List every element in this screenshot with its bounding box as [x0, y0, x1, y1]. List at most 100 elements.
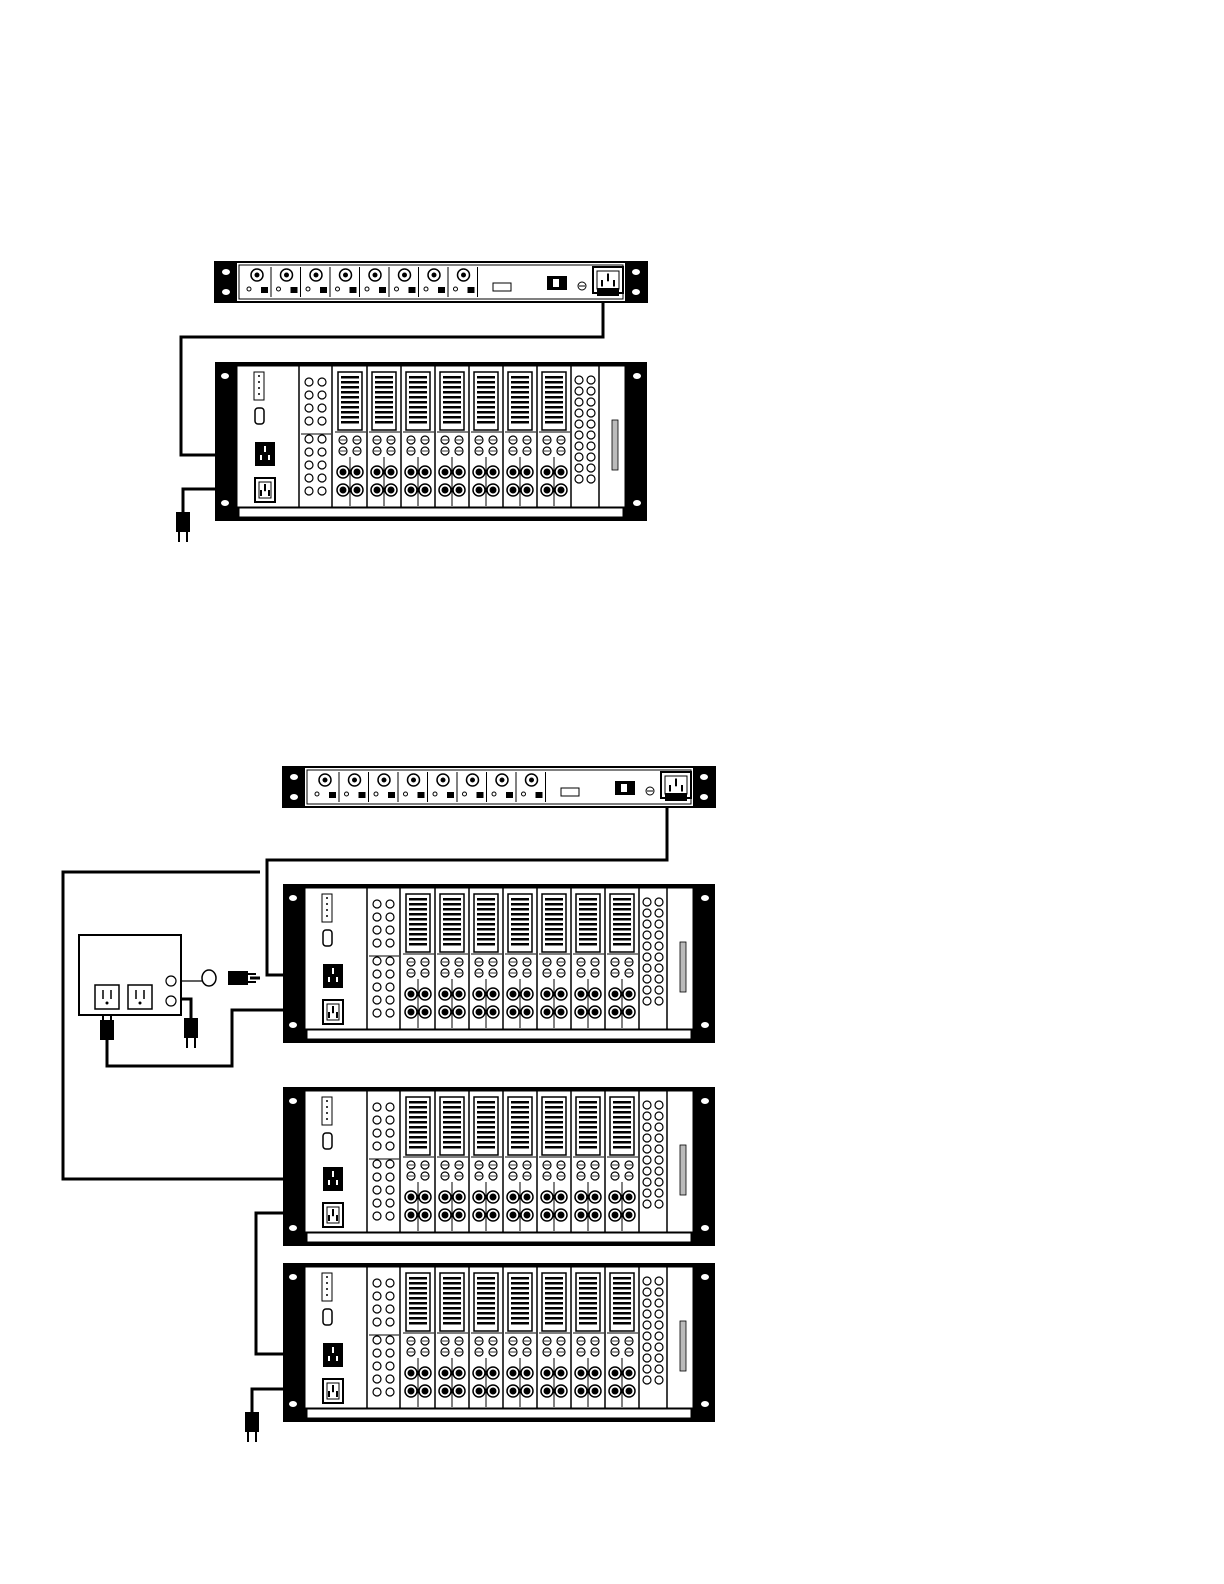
relay-bar — [477, 406, 495, 409]
inlet-pin — [328, 1012, 330, 1018]
output-connector-core — [524, 1212, 531, 1219]
bnc-connector — [655, 1321, 663, 1329]
strip-input-jack — [166, 976, 176, 986]
output-connector-core — [476, 487, 483, 494]
bnc-connector — [373, 1142, 381, 1150]
bnc-connector — [575, 376, 583, 384]
plug-prong — [248, 981, 256, 983]
fig2-power-strip — [79, 935, 181, 1015]
bnc-connector — [643, 942, 651, 950]
output-connector-core — [340, 469, 347, 476]
relay-bar — [443, 913, 461, 916]
relay-bar — [579, 1322, 597, 1325]
relay-bar — [409, 923, 427, 926]
output-connector-core — [476, 1388, 483, 1395]
bnc-connector — [373, 939, 381, 947]
relay-bar — [409, 933, 427, 936]
output-connector-core — [422, 1212, 429, 1219]
relay-bar — [511, 1307, 529, 1310]
bnc-connector — [373, 1279, 381, 1287]
relay-bar — [409, 903, 427, 906]
relay-bar — [409, 416, 427, 419]
relay-bar — [443, 943, 461, 946]
bnc-connector — [373, 1186, 381, 1194]
relay-bar — [511, 1292, 529, 1295]
psu-inlet-plug — [597, 288, 619, 296]
output-connector-core — [354, 469, 361, 476]
relay-bar — [409, 918, 427, 921]
output-connector-core — [408, 991, 415, 998]
relay-bar — [409, 1146, 427, 1149]
relay-bar — [511, 1111, 529, 1114]
relay-bar — [443, 938, 461, 941]
relay-bar — [477, 1317, 495, 1320]
bnc-connector — [643, 1365, 651, 1373]
output-connector-core — [456, 1370, 463, 1377]
relay-bar — [613, 1131, 631, 1134]
bnc-connector — [643, 1134, 651, 1142]
relay-bar — [613, 1322, 631, 1325]
rack-hole — [221, 373, 229, 379]
inlet-pin — [336, 1391, 338, 1397]
bnc-connector — [386, 1116, 394, 1124]
bnc-connector — [373, 983, 381, 991]
inlet-pin — [264, 484, 266, 491]
relay-bar — [613, 1287, 631, 1290]
plug-body — [184, 1018, 198, 1038]
bnc-connector — [587, 409, 595, 417]
relay-bar — [545, 396, 563, 399]
rack-hole — [632, 289, 640, 295]
output-connector-core — [476, 1370, 483, 1377]
bnc-connector — [386, 1212, 394, 1220]
psu-module-fuse — [447, 792, 454, 798]
bnc-connector — [373, 1199, 381, 1207]
relay-bar — [545, 903, 563, 906]
relay-bar — [443, 923, 461, 926]
relay-bar — [579, 1141, 597, 1144]
relay-bar — [443, 396, 461, 399]
relay-bar — [375, 406, 393, 409]
bnc-connector — [643, 1277, 651, 1285]
output-connector-core — [490, 1388, 497, 1395]
bnc-connector — [655, 909, 663, 917]
output-connector-core — [612, 1194, 619, 1201]
relay-bar — [511, 391, 529, 394]
relay-bar — [545, 1111, 563, 1114]
relay-bar — [409, 913, 427, 916]
fig1-power-supply — [215, 262, 647, 302]
psu-module-fuse — [438, 287, 445, 293]
relay-bar — [341, 391, 359, 394]
bnc-connector — [655, 1112, 663, 1120]
relay-bar — [477, 923, 495, 926]
output-connector-core — [456, 991, 463, 998]
power-out-socket — [323, 1379, 343, 1403]
relay-bar — [579, 908, 597, 911]
inlet-pin — [268, 455, 270, 460]
output-connector-core — [524, 469, 531, 476]
relay-bar — [511, 1277, 529, 1280]
relay-bar — [443, 1292, 461, 1295]
relay-bar — [545, 1116, 563, 1119]
output-connector-core — [510, 1212, 517, 1219]
relay-bar — [477, 1297, 495, 1300]
bnc-connector — [386, 1129, 394, 1137]
psu-module-fuse — [291, 287, 298, 293]
output-connector-core — [510, 487, 517, 494]
output-connector-core — [558, 1009, 565, 1016]
inlet-pin — [260, 455, 262, 460]
relay-bar — [613, 1126, 631, 1129]
rack-ear-left — [283, 767, 305, 807]
bnc-connector — [643, 1200, 651, 1208]
relay-bar — [341, 416, 359, 419]
vent-strip — [680, 942, 686, 992]
relay-bar — [443, 386, 461, 389]
bnc-connector — [655, 1288, 663, 1296]
output-connector-core — [490, 1194, 497, 1201]
output-connector-core — [476, 1194, 483, 1201]
relay-bar — [511, 918, 529, 921]
output-connector-core — [544, 487, 551, 494]
output-connector-core — [578, 1194, 585, 1201]
bnc-connector — [386, 1009, 394, 1017]
relay-bar — [511, 396, 529, 399]
output-connector-core — [626, 1212, 633, 1219]
